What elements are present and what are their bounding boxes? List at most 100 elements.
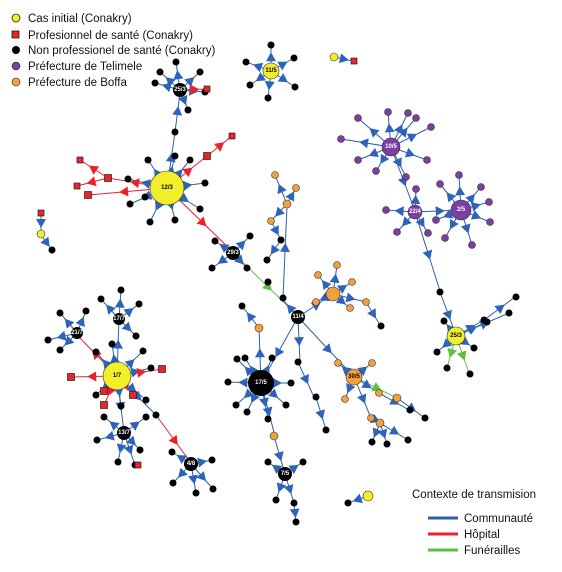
health-worker-node <box>76 156 84 164</box>
boffa-node <box>368 359 376 367</box>
case-node <box>152 411 160 419</box>
initial-case-node <box>262 62 280 80</box>
case-node <box>246 232 254 240</box>
hub-date-label: 13/7 <box>118 430 130 436</box>
hub-date-label: 22/4 <box>409 209 421 215</box>
arrow-head <box>40 236 50 247</box>
case-node <box>156 68 164 76</box>
arrow-head <box>253 62 264 73</box>
arrow-head <box>126 435 136 446</box>
legend-label-health-worker: Profesionnel de santé (Conakry) <box>28 30 193 42</box>
context-legend: Contexte de transmision Communauté Hôpit… <box>412 489 536 557</box>
arrow-head <box>380 153 390 165</box>
arrow-head <box>249 365 259 376</box>
case-node <box>56 309 64 317</box>
case-node <box>233 355 241 363</box>
initial-case-node <box>149 170 185 206</box>
case-node <box>147 364 155 372</box>
case-node <box>224 378 232 386</box>
case-node <box>171 128 179 136</box>
case-node <box>278 467 292 481</box>
initial-case-node <box>36 229 46 239</box>
boffa-node <box>325 286 341 302</box>
arrow-head <box>449 219 459 230</box>
hub-date-label: 17/7 <box>113 316 125 322</box>
arrow-head <box>442 309 452 320</box>
arrow-head <box>126 382 137 393</box>
case-node <box>505 309 513 317</box>
arrow-head <box>346 383 356 394</box>
boffa-node <box>362 298 370 306</box>
arrow-head <box>155 200 165 211</box>
arrow-head <box>357 393 367 404</box>
context-legend-title: Contexte de transmision <box>412 489 536 501</box>
health-worker-node <box>37 209 45 217</box>
telimele-node <box>468 241 476 249</box>
boffa-node <box>348 278 356 286</box>
transmission-edge <box>282 205 288 299</box>
boffa-node <box>292 184 300 192</box>
arrow-head <box>319 291 330 302</box>
arrow-head <box>130 178 140 189</box>
case-node <box>132 332 140 340</box>
health-worker-node <box>73 182 81 190</box>
boffa-node <box>375 418 385 428</box>
arrow-head <box>277 61 288 71</box>
arrow-head <box>178 467 188 478</box>
boffa-node <box>392 393 402 403</box>
health-worker-node <box>84 191 92 199</box>
case-node <box>117 286 125 294</box>
case-node <box>470 344 478 352</box>
case-node <box>243 264 251 272</box>
case-node <box>268 354 276 362</box>
case-node <box>512 293 520 301</box>
arrow-head <box>341 366 352 377</box>
case-node <box>139 347 147 355</box>
arrow-head <box>262 406 273 417</box>
health-worker-node <box>228 132 236 140</box>
boffa-node <box>341 395 349 403</box>
case-node <box>135 300 143 308</box>
case-node <box>56 346 64 354</box>
arrow-head <box>277 183 287 195</box>
arrow-head <box>102 359 113 370</box>
arrow-head <box>470 202 481 212</box>
boffa-node <box>375 389 383 397</box>
case-node <box>232 401 240 409</box>
telimele-node <box>477 183 485 191</box>
legend-swatch-telimele <box>11 61 21 71</box>
case-node <box>377 322 385 330</box>
arrow-head <box>299 373 309 385</box>
arrow-head <box>88 165 100 175</box>
boffa-node <box>254 323 264 333</box>
arrow-head <box>75 316 85 327</box>
arrow-head <box>106 304 116 315</box>
case-node <box>82 307 90 315</box>
legend-swatch-boffa <box>11 77 21 87</box>
case-node <box>92 348 100 356</box>
arrow-head <box>124 359 135 369</box>
health-worker-node <box>100 401 108 409</box>
arrow-head <box>394 206 404 217</box>
arrow-head <box>442 338 453 348</box>
case-node <box>290 499 298 507</box>
arrow-head <box>285 191 295 202</box>
arrow-head <box>116 443 127 454</box>
arrow-head <box>268 388 279 399</box>
arrow-head <box>466 325 478 335</box>
legend-swatch-initial-case <box>11 13 21 23</box>
case-node <box>436 288 444 296</box>
arrow-head <box>86 176 97 187</box>
arrow-head <box>465 193 475 205</box>
case-node <box>243 408 251 416</box>
case-node <box>291 310 305 324</box>
arrow-head <box>165 152 176 163</box>
case-node <box>44 336 52 344</box>
telimele-node <box>407 204 423 220</box>
hub-date-label: 30/5 <box>348 374 360 380</box>
case-node <box>290 54 298 62</box>
arrow-head <box>168 434 178 446</box>
legend-label-non-health-worker: Non professionel de santé (Conakry) <box>28 45 215 57</box>
boffa-node <box>334 359 342 367</box>
